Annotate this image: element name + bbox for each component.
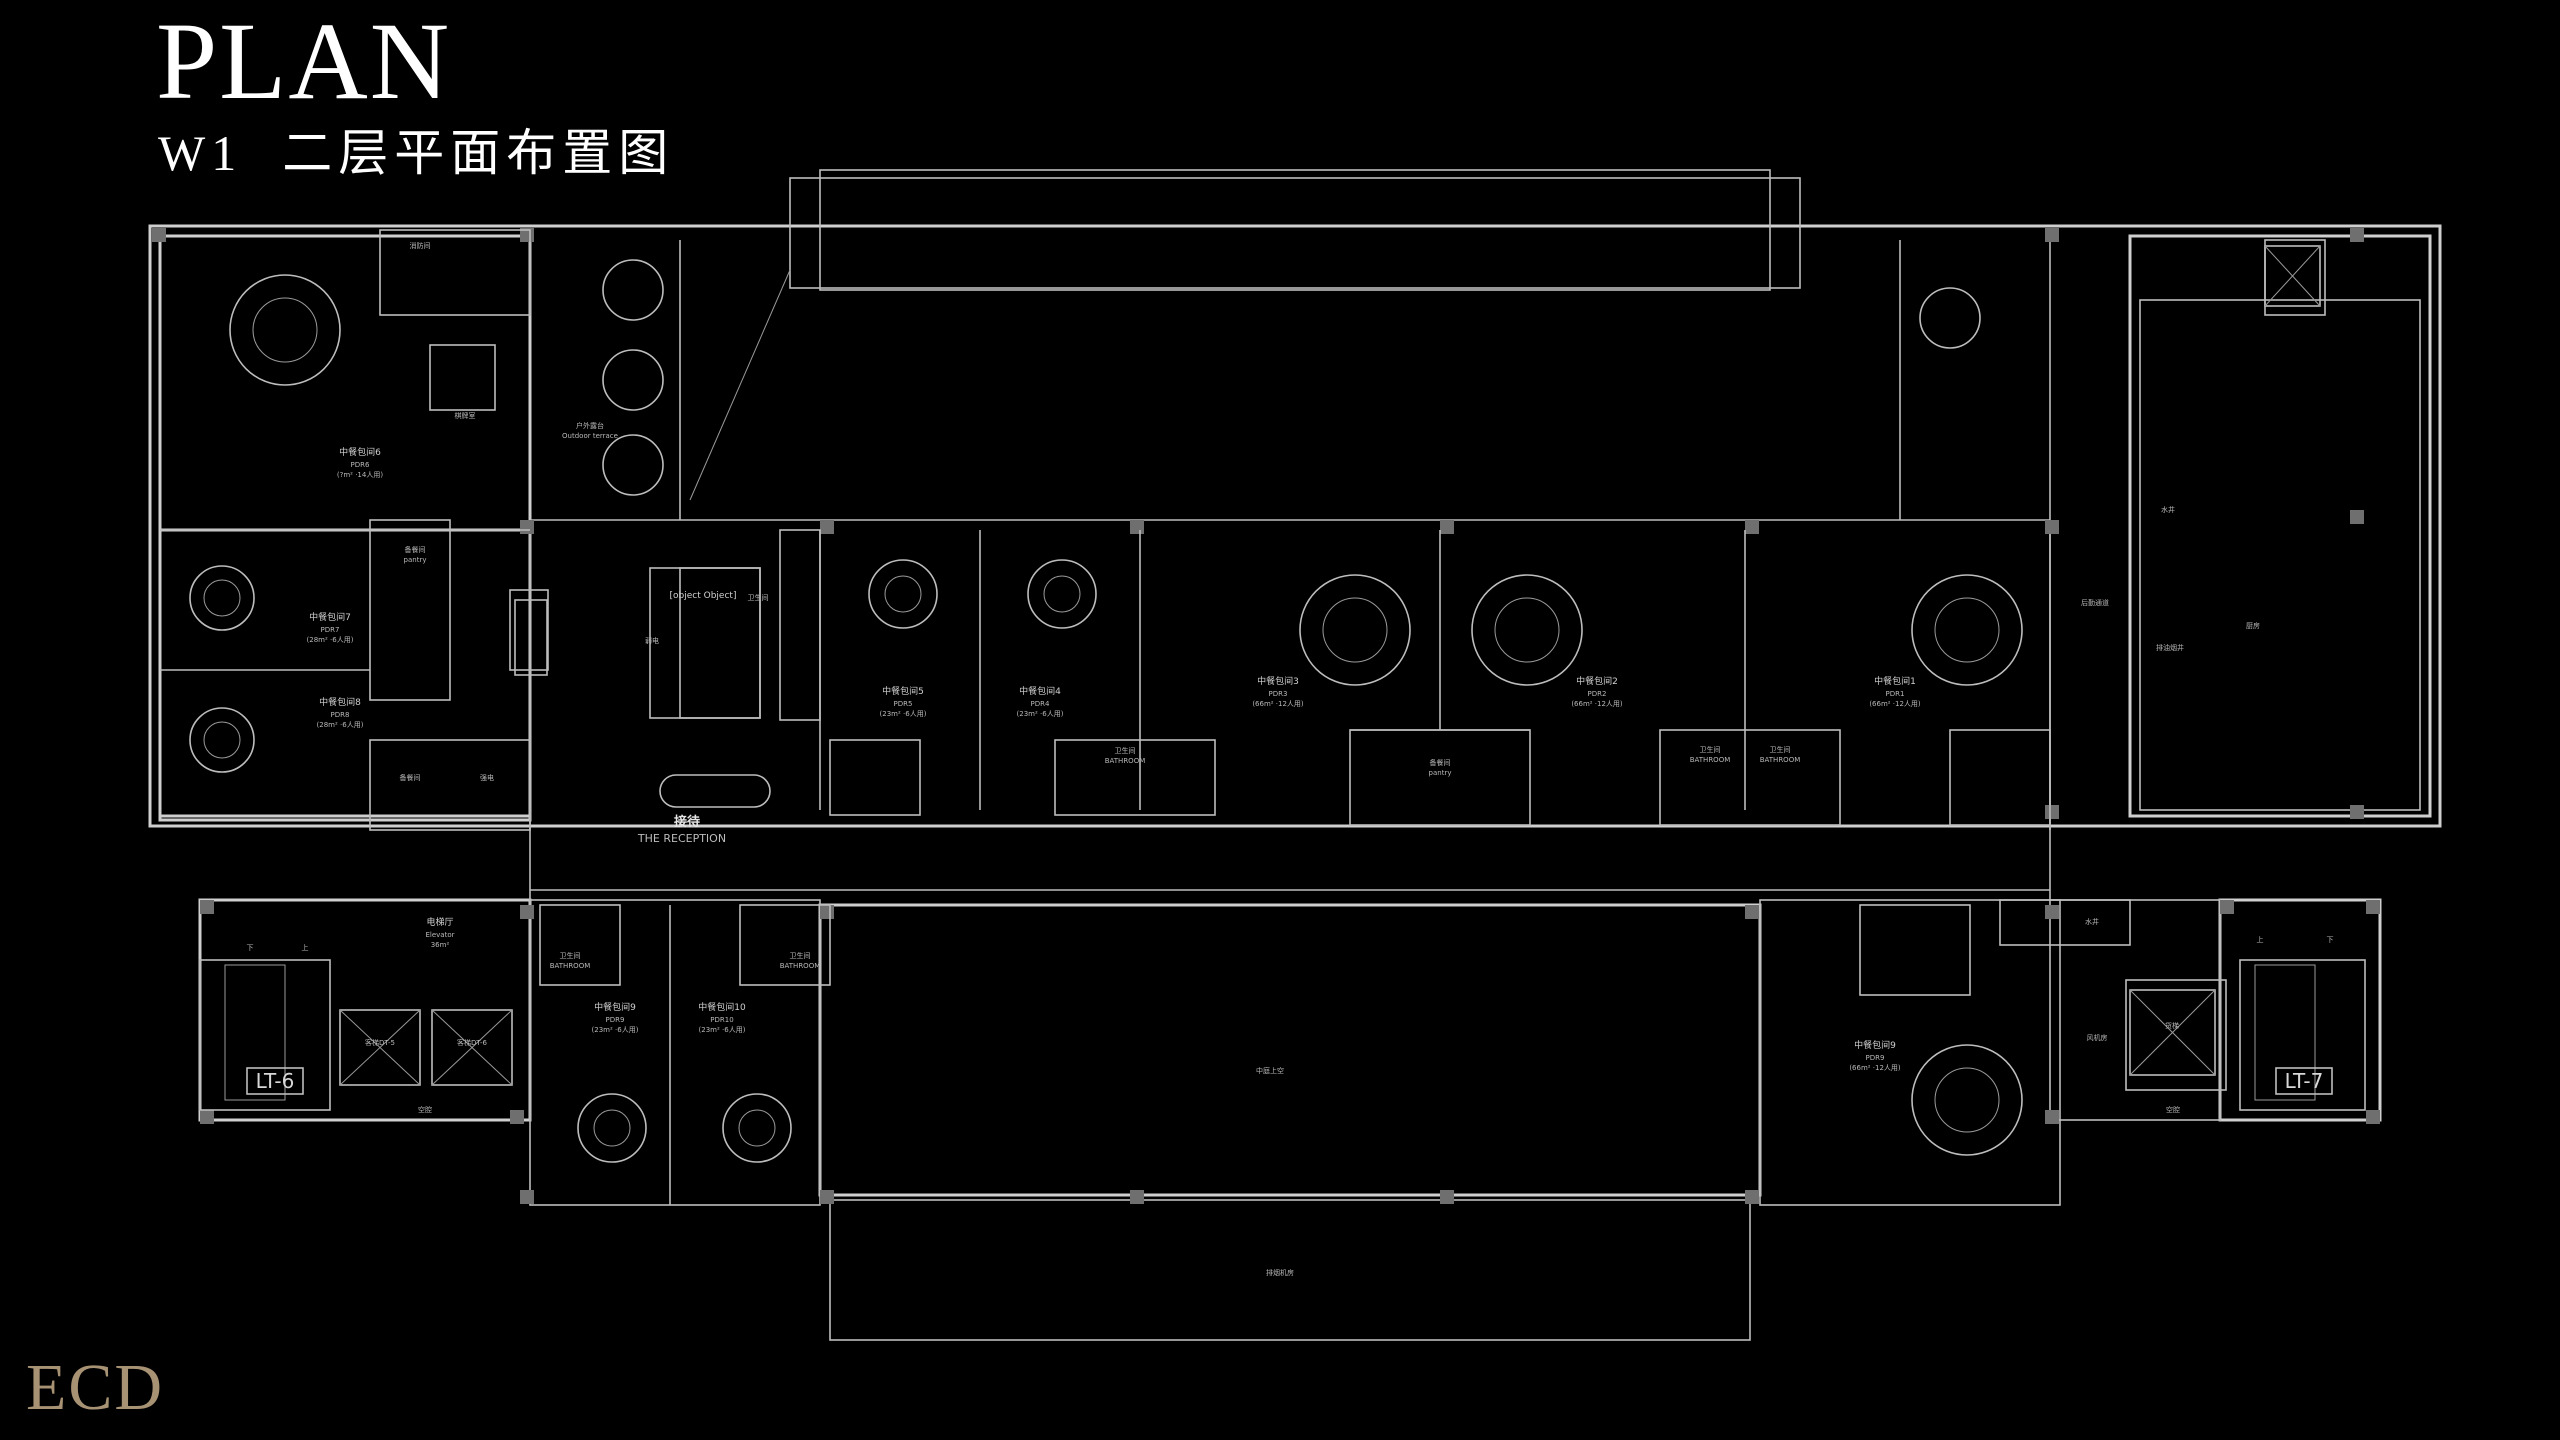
label-pantry-top: 备餐间 — [405, 545, 426, 554]
svg-text:PDR6: PDR6 — [351, 461, 370, 469]
label-elev6: 客梯DT-6 — [457, 1038, 488, 1047]
subtitle-text: 二层平面布置图 — [282, 125, 675, 181]
stair-tags: LT-6 LT-7 — [246, 1067, 2333, 1095]
svg-text:PDR2: PDR2 — [1588, 690, 1607, 698]
label-atrium: 中庭上空 — [1256, 1066, 1284, 1075]
label-pdr6: 中餐包间6 — [339, 446, 381, 458]
svg-text:(66m² ·12人用): (66m² ·12人用) — [1571, 700, 1623, 708]
label-pdr9: 中餐包间9 — [594, 1001, 636, 1013]
label-bathroom-pdr1: 卫生间 — [1770, 745, 1791, 754]
svg-text:(66m² ·12人用): (66m² ·12人用) — [1849, 1064, 1901, 1072]
svg-text:Elevator: Elevator — [425, 931, 454, 939]
label-lt6: LT-6 — [256, 1069, 295, 1093]
subtitle-code: W1 — [158, 125, 243, 181]
label-bathroom-pdr9: 卫生间 — [560, 951, 581, 960]
label-pa: [object Object] — [670, 591, 737, 601]
svg-text:PDR10: PDR10 — [710, 1016, 733, 1024]
label-fan-room: 风机房 — [2087, 1033, 2108, 1042]
svg-text:BATHROOM: BATHROOM — [780, 962, 821, 970]
svg-text:(28m² ·6人用): (28m² ·6人用) — [317, 721, 364, 729]
label-roof-machine: 排烟机房 — [1266, 1268, 1294, 1277]
svg-text:BATHROOM: BATHROOM — [550, 962, 591, 970]
label-reception: 接待 — [674, 814, 700, 830]
label-pdr3: 中餐包间3 — [1257, 675, 1299, 687]
svg-text:PDR5: PDR5 — [894, 700, 913, 708]
svg-text:pantry: pantry — [1429, 769, 1452, 777]
room-labels: 中餐包间6 PDR6 (?m² ·14人用) 棋牌室 消防间 户外露台 Outd… — [247, 241, 2334, 1277]
svg-text:THE RECEPTION: THE RECEPTION — [637, 832, 726, 845]
svg-text:Outdoor terrace: Outdoor terrace — [562, 432, 618, 440]
dining-tables — [189, 259, 2023, 1163]
label-pdr8: 中餐包间8 — [319, 696, 361, 708]
label-pdr2: 中餐包间2 — [1576, 675, 1618, 687]
label-pdr9-right: 中餐包间9 — [1854, 1039, 1896, 1051]
label-pdr10: 中餐包间10 — [698, 1001, 746, 1013]
top-stair-strip — [789, 177, 1801, 289]
label-bathroom-pdr2: 卫生间 — [1700, 745, 1721, 754]
plan-title: PLAN — [156, 0, 452, 122]
reception-desk — [514, 599, 771, 808]
label-bathroom-pdr4: 卫生间 — [1115, 746, 1136, 755]
svg-text:PDR3: PDR3 — [1269, 690, 1288, 698]
svg-text:(23m² ·6人用): (23m² ·6人用) — [880, 710, 927, 718]
label-down-right: 下 — [2327, 936, 2334, 944]
label-down-left: 下 — [247, 944, 254, 952]
svg-text:(23m² ·6人用): (23m² ·6人用) — [1017, 710, 1064, 718]
svg-text:(23m² ·6人用): (23m² ·6人用) — [699, 1026, 746, 1034]
svg-text:(28m² ·6人用): (28m² ·6人用) — [307, 636, 354, 644]
svg-text:BATHROOM: BATHROOM — [1690, 756, 1731, 764]
svg-text:PDR9: PDR9 — [1866, 1054, 1885, 1062]
label-service-corridor: 后勤通道 — [2081, 598, 2109, 607]
label-elevator-hall: 电梯厅 — [426, 916, 453, 928]
plan-subtitle: W1 二层平面布置图 — [158, 128, 674, 178]
partitions — [160, 229, 2366, 1205]
svg-text:PDR8: PDR8 — [331, 711, 350, 719]
label-weak: 弱电 — [645, 636, 659, 645]
label-up-left: 上 — [302, 943, 309, 952]
label-fire: 消防间 — [410, 241, 431, 250]
label-water-right: 水井 — [2085, 917, 2099, 926]
svg-text:(66m² ·12人用): (66m² ·12人用) — [1869, 700, 1921, 708]
label-pantry-mid: 备餐间 — [1430, 758, 1451, 767]
svg-text:PDR1: PDR1 — [1886, 690, 1905, 698]
label-pantry-left: 备餐间 — [400, 773, 421, 782]
svg-text:36m²: 36m² — [431, 941, 450, 949]
label-lt7: LT-7 — [2285, 1069, 2324, 1093]
label-pdr7: 中餐包间7 — [309, 611, 351, 623]
svg-text:(?m² ·14人用): (?m² ·14人用) — [337, 471, 383, 479]
columns — [152, 228, 2380, 1204]
kitchen-block — [2139, 239, 2421, 811]
corridors — [529, 240, 2051, 900]
label-void-right: 空腔 — [2166, 1105, 2180, 1114]
label-kitchen: 厨房 — [2246, 621, 2260, 630]
svg-text:BATHROOM: BATHROOM — [1105, 757, 1146, 765]
label-freight: 货梯 — [2165, 1021, 2179, 1030]
label-strong: 强电 — [480, 773, 494, 782]
svg-text:PDR4: PDR4 — [1031, 700, 1050, 708]
svg-text:PDR9: PDR9 — [606, 1016, 625, 1024]
label-pdr5: 中餐包间5 — [882, 685, 924, 697]
label-pdr1: 中餐包间1 — [1874, 675, 1916, 687]
label-bathroom-pdr10: 卫生间 — [790, 951, 811, 960]
label-bathroom-reception: 卫生间 — [748, 593, 769, 602]
label-water: 水井 — [2161, 505, 2175, 514]
svg-text:PDR7: PDR7 — [321, 626, 340, 634]
svg-text:(66m² ·12人用): (66m² ·12人用) — [1252, 700, 1304, 708]
label-up-right: 上 — [2257, 935, 2264, 944]
label-void-left: 空腔 — [418, 1105, 432, 1114]
brand-logo: ECD — [26, 1351, 164, 1424]
label-elev5: 客梯DT-5 — [365, 1038, 395, 1047]
label-exhaust: 排油烟井 — [2156, 643, 2184, 652]
svg-text:pantry: pantry — [404, 556, 427, 564]
label-pdr4: 中餐包间4 — [1019, 685, 1061, 697]
label-terrace: 户外露台 — [576, 421, 604, 430]
label-chess: 棋牌室 — [455, 411, 476, 420]
svg-text:(23m² ·6人用): (23m² ·6人用) — [592, 1026, 639, 1034]
elevator-stair-block — [224, 245, 2321, 1101]
svg-text:BATHROOM: BATHROOM — [1760, 756, 1801, 764]
